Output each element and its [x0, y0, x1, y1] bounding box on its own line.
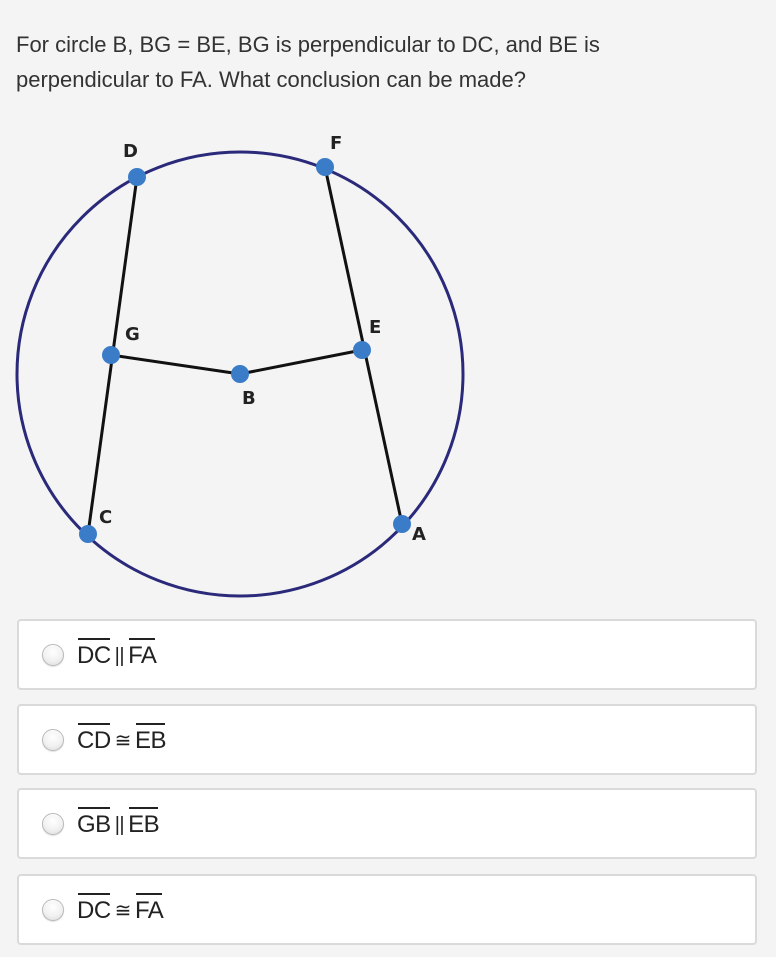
circle-diagram: D F G E B C A [15, 133, 465, 598]
radio-button[interactable] [42, 899, 64, 921]
label-g: G [125, 324, 140, 345]
point-c [79, 525, 97, 543]
relation-symbol: ≅ [114, 900, 132, 922]
point-b [231, 365, 249, 383]
point-d [128, 168, 146, 186]
segment-left: DC [77, 638, 111, 669]
relation-symbol: ≅ [114, 730, 132, 752]
point-e [353, 341, 371, 359]
label-d: D [123, 141, 138, 162]
circle-figure: D F G E B C A [0, 118, 480, 608]
point-a [393, 515, 411, 533]
segment-right: EB [134, 723, 166, 754]
label-a: A [412, 524, 426, 545]
answer-option-1[interactable]: DC||FA [17, 619, 757, 690]
segment-right: FA [134, 893, 164, 924]
circle-outline [15, 150, 465, 598]
segment-gb [110, 353, 241, 376]
answer-option-3[interactable]: GB||EB [17, 788, 757, 859]
relation-symbol: || [114, 814, 125, 836]
radio-button[interactable] [42, 813, 64, 835]
label-f: F [330, 133, 342, 154]
answer-option-4[interactable]: DC≅FA [17, 874, 757, 945]
answer-expression: CD≅EB [77, 723, 166, 755]
relation-symbol: || [114, 645, 125, 667]
radio-button[interactable] [42, 644, 64, 666]
segment-right: FA [128, 638, 157, 669]
segment-left: DC [77, 893, 111, 924]
answer-expression: DC≅FA [77, 893, 164, 925]
point-f [316, 158, 334, 176]
segment-left: CD [77, 723, 111, 754]
segment-be [239, 348, 363, 376]
radio-button[interactable] [42, 729, 64, 751]
point-g [102, 346, 120, 364]
label-b: B [242, 388, 256, 409]
segment-right: EB [128, 807, 160, 838]
label-c: C [99, 507, 112, 528]
question-text: For circle B, BG = BE, BG is perpendicul… [16, 32, 600, 92]
answer-expression: DC||FA [77, 638, 157, 670]
label-e: E [369, 317, 381, 338]
answer-expression: GB||EB [77, 807, 160, 839]
segment-left: GB [77, 807, 111, 838]
answer-option-2[interactable]: CD≅EB [17, 704, 757, 775]
